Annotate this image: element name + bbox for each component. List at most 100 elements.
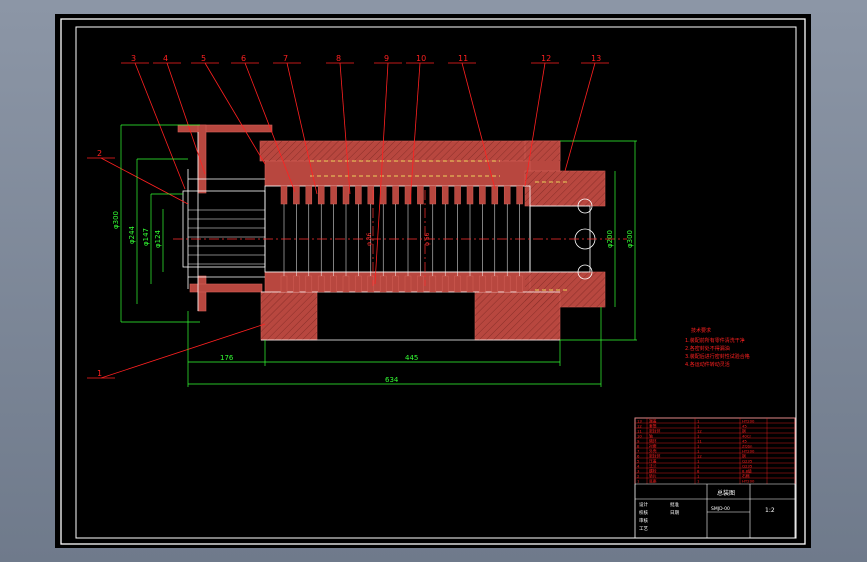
leader-lines <box>87 62 609 379</box>
bom-cell: 1 <box>697 448 700 453</box>
bom-cell: 8 <box>697 468 700 473</box>
left-plates <box>188 209 265 265</box>
seal-fin-top <box>417 185 424 205</box>
bom-cell: 法兰 <box>649 463 657 468</box>
seal-fin-bottom <box>355 275 362 293</box>
part-label: 5 <box>201 54 206 63</box>
bom-cell: 8 <box>637 443 640 448</box>
leader-line <box>100 157 189 205</box>
dim-text-right-outer: φ300 <box>626 230 634 248</box>
seal-fin-top <box>317 185 325 205</box>
bom-cell: 1 <box>697 418 700 423</box>
bom-cell: 3 <box>637 468 640 473</box>
flange-top <box>177 124 273 133</box>
seal-fin-bottom <box>305 275 313 293</box>
dim-text-244: φ244 <box>128 225 136 244</box>
sig-row-5: 批准 <box>670 501 679 508</box>
bom-cell: 2 <box>637 473 640 478</box>
bom-cell: 7 <box>637 448 640 453</box>
part-label: 6 <box>241 54 246 63</box>
technical-notes: 技术要求 1.装配前所有零件清洗干净 2.各密封处不得漏油 3.装配后进行密封性… <box>685 327 750 368</box>
bom-cell: Q235 <box>742 463 753 468</box>
hatch-base-left <box>261 292 317 340</box>
bom-cell: 端盖 <box>649 418 657 423</box>
seal-fin-top <box>305 185 313 205</box>
dim-text-len-mid: 445 <box>405 354 418 362</box>
bom-cell: 1 <box>697 458 700 463</box>
bottom-hole <box>577 264 593 280</box>
bom-cell: 底座 <box>649 478 657 483</box>
bom-cell: 8.8级 <box>742 468 752 473</box>
bom-cell: ZQSn <box>742 443 753 448</box>
center-text-b: φ 56 <box>424 232 431 246</box>
bom-cell: 9 <box>637 438 640 443</box>
bom-cell: 1 <box>697 478 700 483</box>
seal-fin-top <box>516 185 523 205</box>
leader-line <box>166 62 206 175</box>
bom-cell: 1 <box>697 463 700 468</box>
seal-fin-bottom <box>417 275 424 293</box>
bom-cell: 套筒 <box>649 423 657 428</box>
seal-fin-bottom <box>479 275 486 293</box>
bom-cell: 衬套 <box>649 443 657 448</box>
seal-fin-bottom <box>280 275 288 293</box>
sleeve-top <box>264 160 531 187</box>
seal-fin-top <box>379 185 387 205</box>
signature-rows: 设计 校核 审核 工艺 批准 日期 <box>639 501 679 532</box>
bom-cell: 隔环 <box>649 438 657 443</box>
drawing-name: 总装图 <box>717 489 735 497</box>
seal-fin-bottom <box>491 275 499 293</box>
part-label: 2 <box>97 149 102 158</box>
notes-line-2: 2.各密封处不得漏油 <box>685 345 730 352</box>
dimension-lines <box>120 124 637 387</box>
leader-line <box>100 323 266 379</box>
flange-stem-top <box>197 124 207 194</box>
leader-line <box>339 62 351 195</box>
seal-fin-top <box>429 185 437 205</box>
bom-cell: 螺栓 <box>649 468 657 473</box>
bom-cell: 5 <box>637 458 640 463</box>
bom-cell: HT200 <box>742 478 755 483</box>
drawing-code: SMJD-00 <box>711 506 730 512</box>
hatch-housing-top <box>260 141 560 161</box>
leader-line <box>244 62 296 193</box>
bom-cell: 13 <box>637 418 642 423</box>
notes-line-3: 3.装配后进行密封性试验合格 <box>685 353 750 360</box>
bom-cell: 12 <box>637 423 642 428</box>
seal-fins <box>280 185 523 293</box>
leader-line <box>524 62 546 187</box>
sig-row-6: 日期 <box>670 510 679 516</box>
part-label: 10 <box>416 54 426 63</box>
bom-cell: Q235 <box>742 458 753 463</box>
seal-fin-top <box>342 185 350 205</box>
seal-fin-bottom <box>330 275 337 293</box>
seal-fin-top <box>330 185 337 205</box>
bom-cell: 垫片 <box>649 473 657 478</box>
leader-line <box>461 62 496 190</box>
center-texts: φ 86 φ 56 <box>366 232 431 246</box>
sig-row-2: 校核 <box>639 509 648 516</box>
part-label: 1 <box>97 369 102 378</box>
seal-fin-top <box>280 185 288 205</box>
bom-cell: 1 <box>697 473 700 478</box>
seal-fin-top <box>466 185 474 205</box>
seal-fin-bottom <box>503 275 511 293</box>
bom-cell: 1 <box>697 443 700 448</box>
bom-cell: 压盖 <box>649 458 657 463</box>
dimension-texts: φ300 φ244 φ147 φ124 φ200 φ300 176 445 63… <box>112 211 634 384</box>
seal-fin-top <box>293 185 300 205</box>
notes-title: 技术要求 <box>691 327 711 334</box>
seal-fin-bottom <box>342 275 350 293</box>
bom-cell: 石棉 <box>742 473 750 478</box>
seal-fin-bottom <box>429 275 437 293</box>
bom-cell: 轴 <box>649 433 653 438</box>
seal-fin-top <box>355 185 362 205</box>
center-lines <box>173 190 627 286</box>
seal-fin-bottom <box>404 275 412 293</box>
bom-cell: HT200 <box>742 418 755 423</box>
top-hole <box>577 198 593 214</box>
seal-fin-bottom <box>466 275 474 293</box>
seal-fin-bottom <box>293 275 300 293</box>
